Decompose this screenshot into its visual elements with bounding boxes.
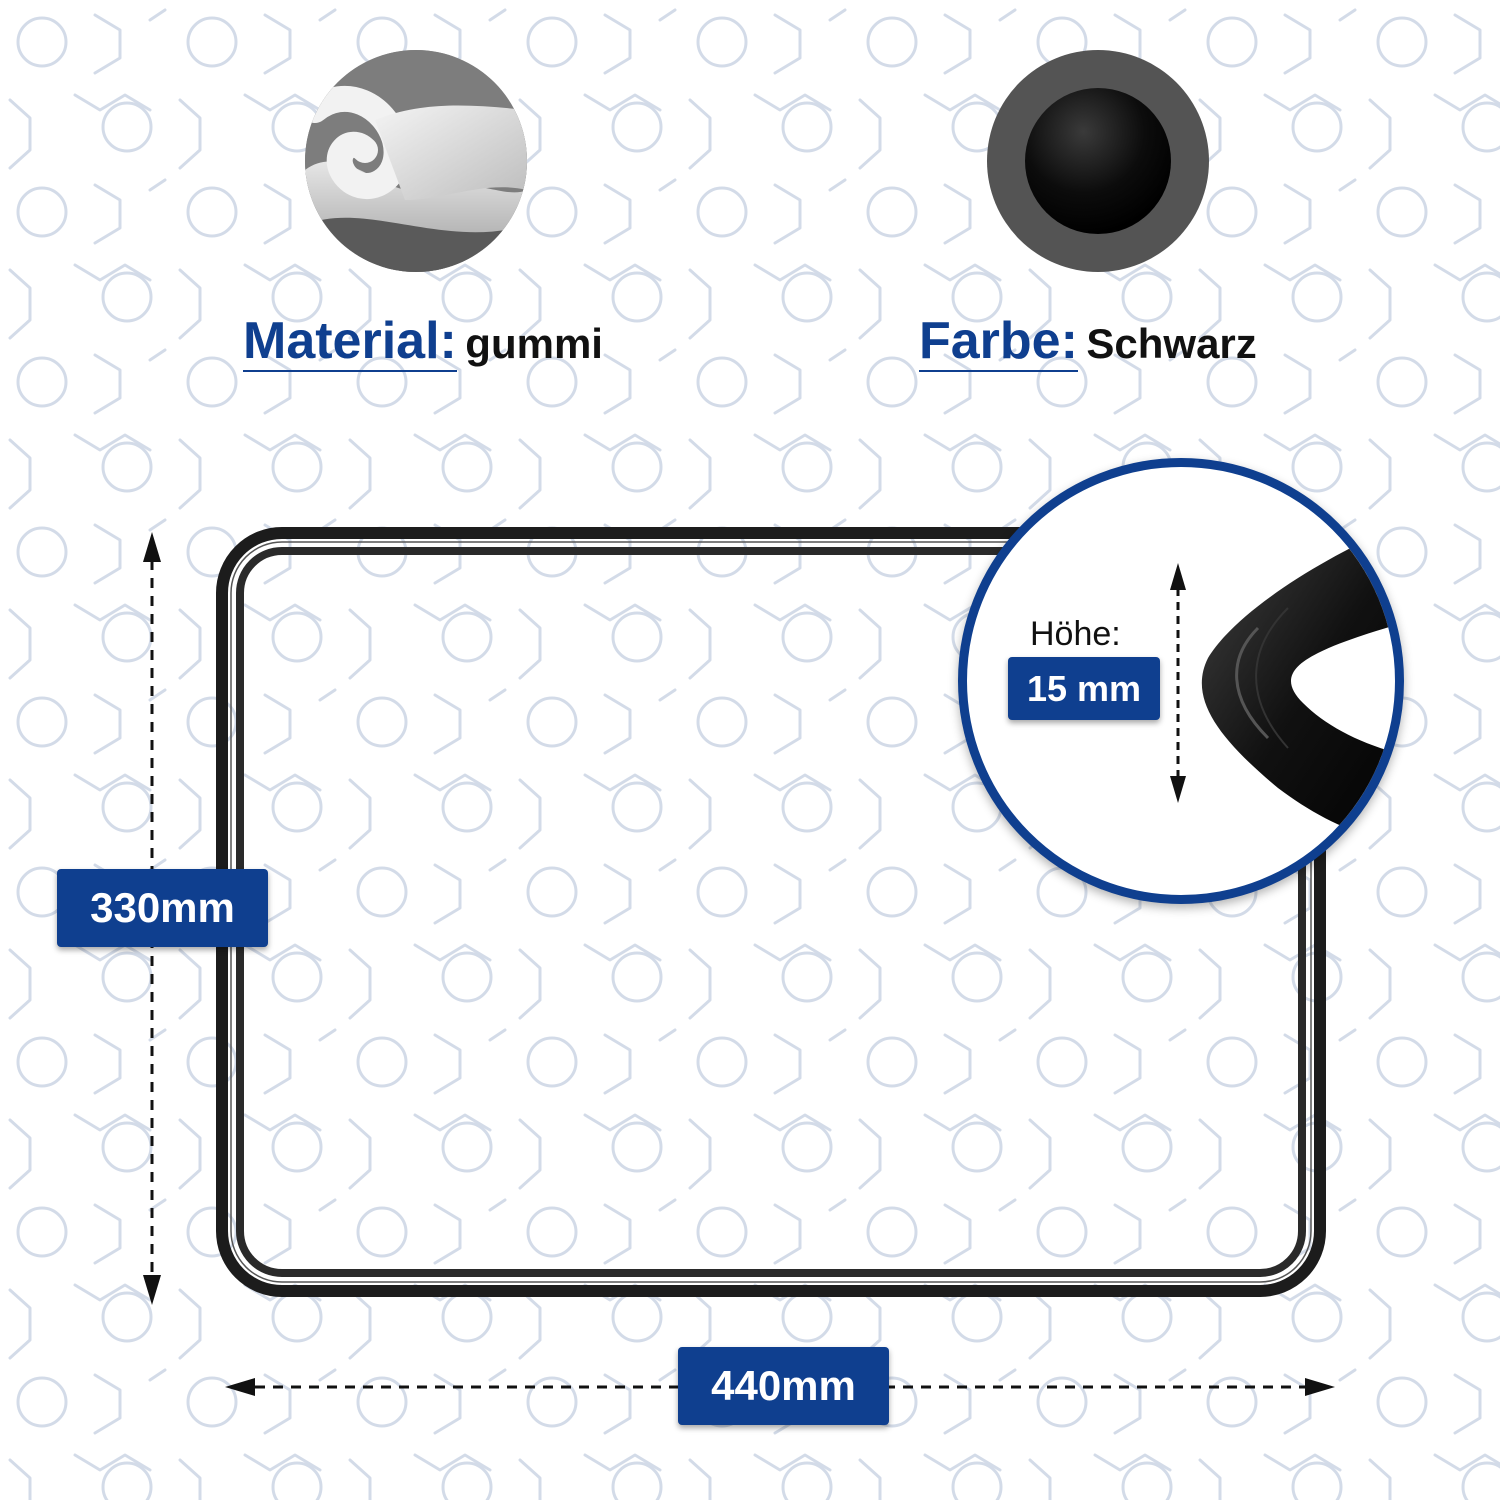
material-key: Material:: [243, 312, 457, 372]
rubber-sheet-icon: [305, 50, 527, 272]
black-dot-icon: [987, 50, 1209, 272]
color-label: Farbe: Schwarz: [919, 312, 1257, 372]
height-badge: 330mm: [57, 869, 268, 947]
material-value: gummi: [465, 320, 603, 367]
color-key: Farbe:: [919, 312, 1078, 372]
material-label: Material: gummi: [243, 312, 603, 372]
color-value: Schwarz: [1086, 320, 1257, 367]
detail-height-label: Höhe:: [1030, 615, 1121, 653]
width-badge: 440mm: [678, 1347, 889, 1425]
detail-height-value: 15 mm: [1026, 667, 1142, 709]
detail-zoom-circle: [958, 458, 1404, 904]
detail-height-badge: 15 mm: [1008, 657, 1160, 720]
width-value: 440mm: [711, 1362, 856, 1409]
height-value: 330mm: [90, 884, 235, 931]
